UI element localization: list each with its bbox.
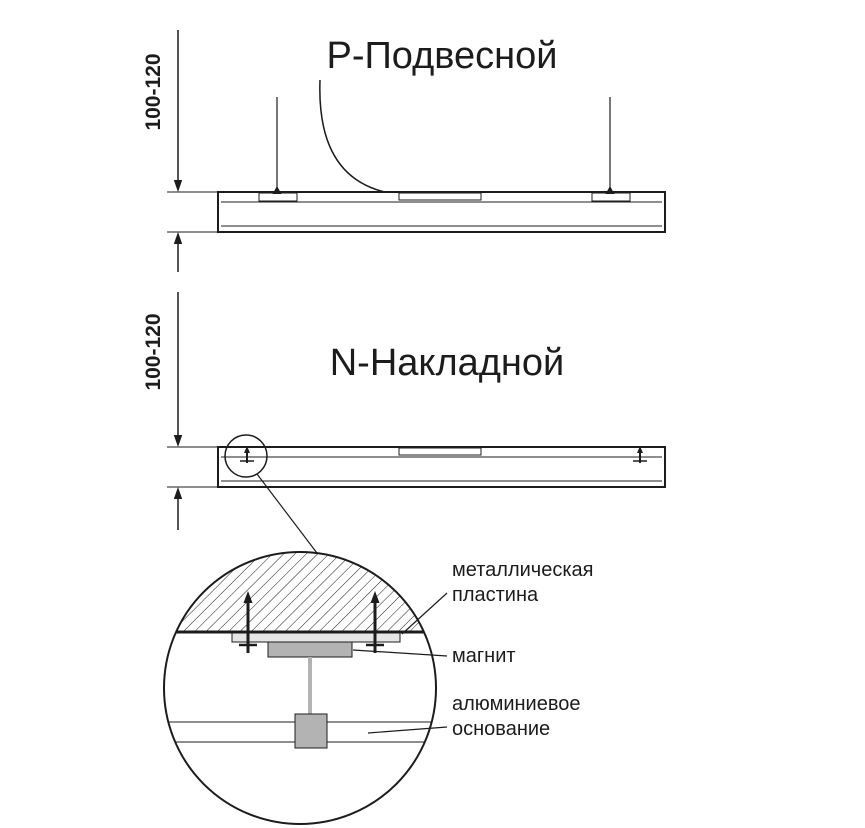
aluminum-base-leader-line [367, 726, 448, 734]
metal-plate-label-line2: пластина [452, 584, 539, 606]
pendant-dim-arrow-up [173, 232, 183, 244]
detail-view: металлическая пластина магнит алюминиево… [163, 551, 593, 825]
aluminum-base-label-line2: основание [452, 718, 550, 740]
pendant-dimension-label: 100-120 [142, 53, 165, 130]
magnet [267, 641, 353, 658]
surface-screw-right-tip [637, 446, 643, 453]
surface-title: N-Накладной [330, 342, 565, 384]
pendant-fixture-slot [398, 192, 482, 201]
magnet-label: магнит [452, 645, 516, 667]
wire-fitting-left [272, 186, 282, 194]
aluminum-base-label-line1: алюминиевое [452, 693, 580, 715]
wire-fitting-right [605, 186, 615, 194]
suspension-mount-right [591, 192, 631, 202]
pendant-view: Р-Подвесной 100-120 [142, 30, 666, 272]
pendant-title: Р-Подвесной [326, 35, 557, 77]
metal-plate-leader-line [401, 592, 448, 635]
surface-dim-arrow-up [173, 487, 183, 499]
detail-screw-left-tip [243, 591, 253, 603]
pendant-title-leader-line [319, 79, 405, 196]
detail-screw-right-tip [370, 591, 380, 603]
aluminum-base-block [294, 713, 328, 749]
detail-callout-circle [224, 434, 268, 478]
ceiling-hatch-region [176, 551, 424, 632]
surface-screw-left-tip [244, 446, 250, 453]
surface-dim-arrow-down [173, 435, 183, 447]
surface-view: N-Накладной 100-120 [142, 292, 666, 558]
pendant-dim-arrow-down [173, 180, 183, 192]
magnet-leader-line [352, 649, 448, 657]
metal-plate-label-line1: металлическая [452, 559, 593, 581]
detail-callout-leader-line [256, 473, 321, 558]
suspension-mount-left [258, 192, 298, 202]
surface-fixture-slot [398, 447, 482, 456]
surface-dimension-label: 100-120 [142, 313, 165, 390]
